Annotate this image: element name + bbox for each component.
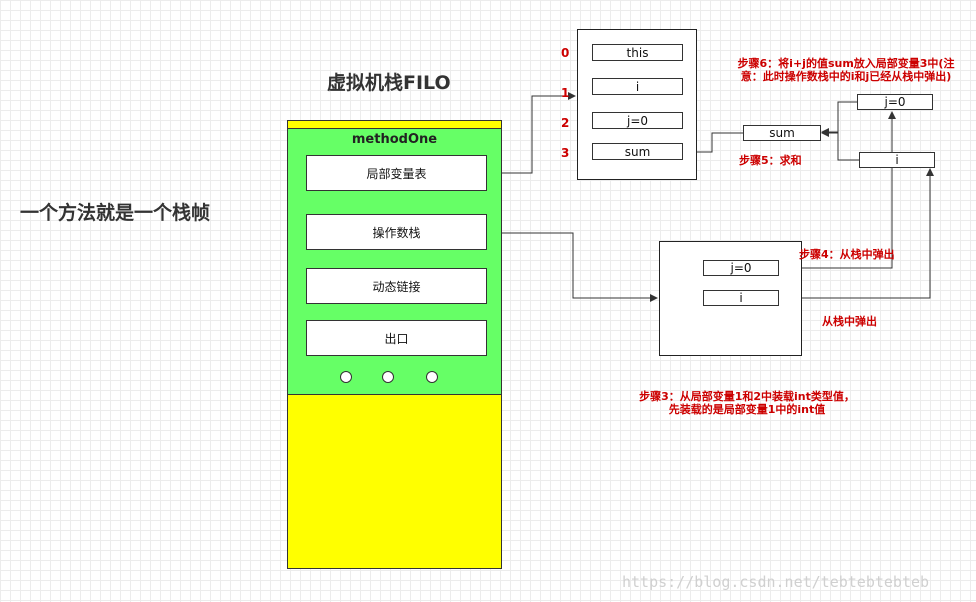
arrow-locals-to-table [487,92,576,174]
note-step6: 步骤6：将i+j的值sum放入局部变量3中(注意：此时操作数栈中的i和j已经从栈… [737,57,955,83]
sum-result: sum [743,125,821,141]
frame-item-operand-stack: 操作数栈 [306,214,487,250]
popped-i: i [859,152,935,168]
frame-item-exit: 出口 [306,320,487,356]
local-slot-this: this [592,44,683,61]
local-slot-j: j=0 [592,112,683,129]
local-index: 2 [561,116,570,130]
note-pop: 从栈中弹出 [822,315,877,328]
watermark: https://blog.csdn.net/tebtebtebteb [622,573,930,591]
note-step4: 步骤4：从栈中弹出 [799,248,895,261]
operand-slot-i: i [703,290,779,306]
arrow-i-to-sum [821,129,859,161]
operand-slot-j: j=0 [703,260,779,276]
arrow-j-to-sum [821,101,857,136]
local-slot-i: i [592,78,683,95]
stack-title: 虚拟机栈FILO [327,72,451,94]
arrow-i-pop [779,168,934,299]
frame-item-dynamic-link: 动态链接 [306,268,487,304]
popped-j: j=0 [857,94,933,110]
arrow-operand-to-stack [487,232,658,302]
ellipsis-dot [382,371,394,383]
note-step5: 步骤5：求和 [739,154,802,167]
local-index: 3 [561,146,570,160]
local-index: 0 [561,46,570,60]
frame-item-local-vars: 局部变量表 [306,155,487,191]
left-title: 一个方法就是一个栈帧 [20,202,211,224]
ellipsis-dot [340,371,352,383]
local-slot-sum: sum [592,143,683,160]
arrow-sum-to-local3 [684,132,743,156]
method-name: methodOne [351,132,438,147]
local-index: 1 [561,86,570,100]
ellipsis-dot [426,371,438,383]
note-step3: 步骤3：从局部变量1和2中装载int类型值，先装载的是局部变量1中的int值 [639,390,855,416]
